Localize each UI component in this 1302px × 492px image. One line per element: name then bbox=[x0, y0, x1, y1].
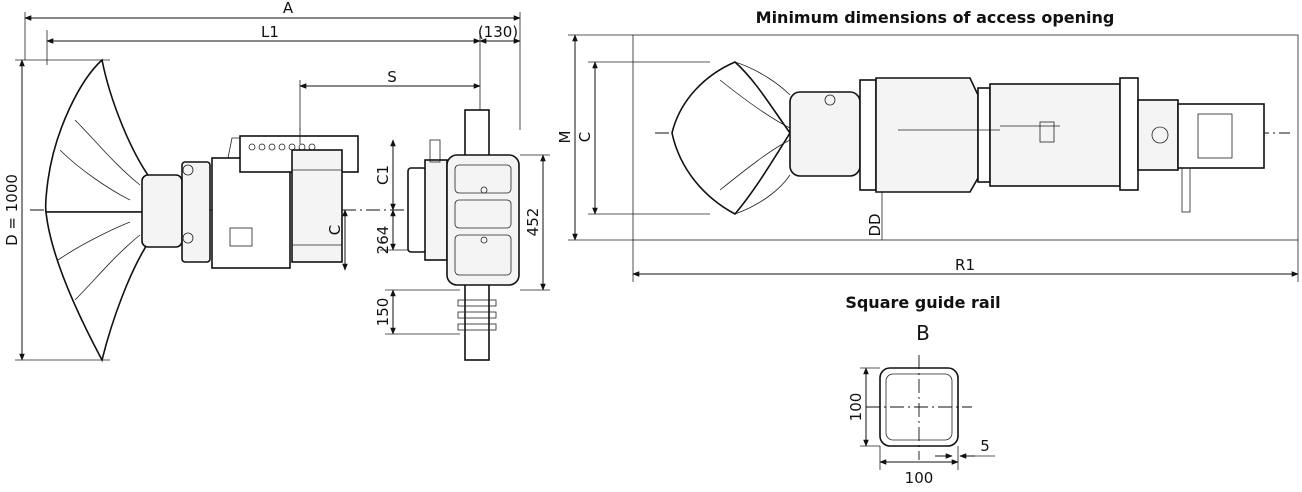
propeller-top bbox=[671, 61, 861, 216]
dim-m-label: M bbox=[556, 131, 574, 144]
propeller bbox=[44, 58, 183, 363]
guide-rail-title: Square guide rail bbox=[845, 293, 1000, 312]
dim-130-label: (130) bbox=[478, 23, 518, 41]
rail-width-label: 100 bbox=[905, 469, 934, 487]
dim-264-label: 264 bbox=[374, 226, 392, 255]
dim-150: 150 bbox=[374, 289, 460, 335]
dim-a-label: A bbox=[283, 0, 294, 17]
dim-l1-label: L1 bbox=[261, 23, 279, 41]
side-view: A L1 (130) S D = 1000 bbox=[3, 0, 550, 363]
dim-452-label: 452 bbox=[524, 208, 542, 237]
rail-view-letter: B bbox=[916, 321, 930, 345]
dim-c-top-label: C bbox=[576, 132, 594, 142]
dim-dd-label: DD bbox=[866, 213, 884, 236]
dim-s-label: S bbox=[387, 68, 397, 86]
access-opening-outline bbox=[632, 34, 1299, 241]
guide-carriage bbox=[407, 109, 520, 361]
dim-m: M bbox=[556, 34, 633, 241]
dim-c-label: C bbox=[326, 225, 344, 235]
dim-l1: L1 (130) bbox=[46, 23, 521, 110]
dim-d-label: D = 1000 bbox=[3, 174, 21, 246]
dim-a: A bbox=[24, 0, 521, 130]
rail-height-label: 100 bbox=[847, 393, 865, 422]
guide-rail-section: Square guide rail B 100 100 5 bbox=[845, 293, 1000, 487]
dim-c-group: C1 C 264 bbox=[326, 139, 410, 271]
dim-d: D = 1000 bbox=[3, 59, 110, 361]
dim-r1: R1 bbox=[632, 240, 1299, 282]
dim-r1-label: R1 bbox=[955, 256, 975, 274]
motor-top bbox=[859, 77, 1265, 213]
dim-c1-label: C1 bbox=[374, 165, 392, 185]
rail-wall-label: 5 bbox=[980, 437, 990, 455]
dim-150-label: 150 bbox=[374, 298, 392, 327]
dim-c-top: C bbox=[576, 61, 710, 215]
dim-452: 452 bbox=[520, 154, 550, 291]
access-opening-title: Minimum dimensions of access opening bbox=[756, 8, 1115, 27]
dim-s: S bbox=[299, 68, 481, 130]
top-view: Minimum dimensions of access opening M C bbox=[556, 8, 1299, 282]
dim-dd: DD bbox=[866, 192, 884, 240]
gearbox bbox=[181, 128, 359, 269]
